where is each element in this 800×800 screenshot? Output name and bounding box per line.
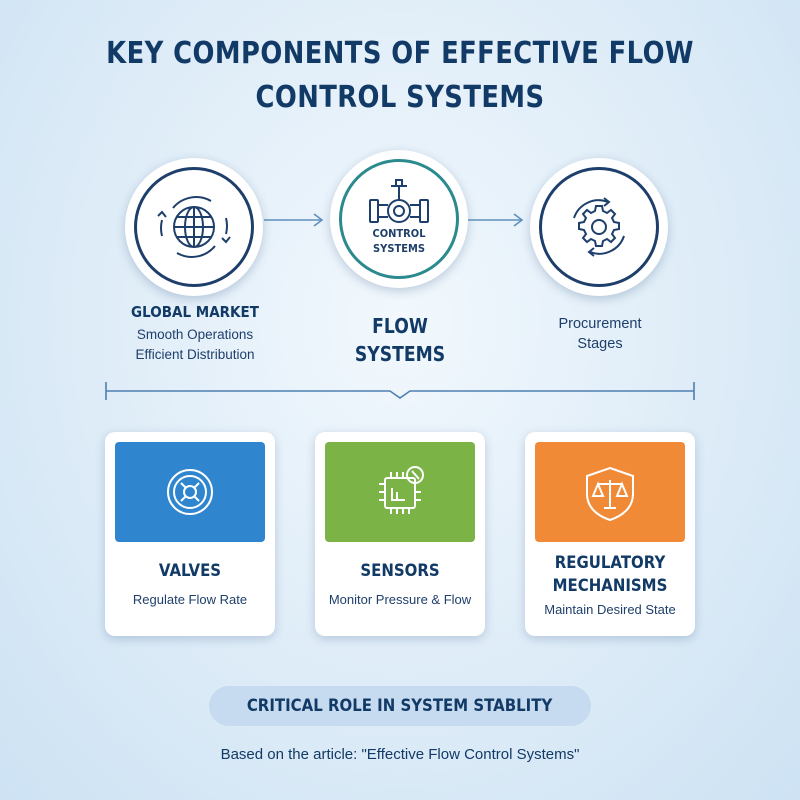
global-market-heading: GLOBAL MARKET <box>131 303 259 321</box>
title-line-1: KEY COMPONENTS OF EFFECTIVE FLOW <box>106 36 694 71</box>
regulatory-title: REGULATORY MECHANISMS <box>535 552 685 598</box>
title-line-2: CONTROL SYSTEMS <box>255 80 545 115</box>
stage-global-market-circle <box>125 158 263 296</box>
valve-wheel-icon <box>167 469 213 515</box>
sensors-subtitle: Monitor Pressure & Flow <box>328 592 472 607</box>
procurement-label: Procurement Stages <box>520 314 680 354</box>
arrow-right-icon <box>468 213 524 227</box>
procurement-line-1: Procurement <box>558 316 642 332</box>
regulatory-title-line-2: MECHANISMS <box>552 576 668 596</box>
stability-banner: CRITICAL ROLE IN SYSTEM STABLITY <box>209 686 591 726</box>
sensors-tile <box>325 442 475 542</box>
stage-procurement-circle <box>530 158 668 296</box>
stability-banner-text: CRITICAL ROLE IN SYSTEM STABLITY <box>247 696 553 716</box>
sensors-title: SENSORS <box>360 561 440 581</box>
global-market-line-2: Efficient Distribution <box>135 347 255 362</box>
valves-card: VALVES Regulate Flow Rate <box>105 432 275 636</box>
bracket-divider <box>105 382 695 400</box>
flow-systems-label: FLOW SYSTEMS <box>320 312 480 368</box>
shield-scales-icon <box>586 466 634 522</box>
arrow-right-icon <box>264 213 324 227</box>
valves-tile <box>115 442 265 542</box>
procurement-line-2: Stages <box>577 336 623 352</box>
regulatory-tile <box>535 442 685 542</box>
stage-flow-systems-circle: CONTROL SYSTEMS <box>330 150 468 288</box>
global-market-label: GLOBAL MARKET Smooth Operations Efficien… <box>105 303 285 365</box>
valves-title: VALVES <box>158 561 222 581</box>
control-label-line-2: SYSTEMS <box>373 242 425 255</box>
control-label-line-1: CONTROL <box>372 227 426 240</box>
regulatory-subtitle: Maintain Desired State <box>544 602 676 617</box>
sensors-card: SENSORS Monitor Pressure & Flow <box>315 432 485 636</box>
pipe-valve-icon <box>369 179 429 223</box>
flow-systems-heading-1: FLOW <box>372 314 428 338</box>
flow-systems-heading-2: SYSTEMS <box>354 342 446 366</box>
regulatory-card: REGULATORY MECHANISMS Maintain Desired S… <box>525 432 695 636</box>
regulatory-title-line-1: REGULATORY <box>554 553 666 573</box>
control-systems-label: CONTROL SYSTEMS <box>337 226 461 256</box>
page-title: KEY COMPONENTS OF EFFECTIVE FLOW CONTROL… <box>56 32 744 120</box>
globe-cycle-icon <box>157 196 231 258</box>
source-footer: Based on the article: "Effective Flow Co… <box>220 746 580 763</box>
gear-cycle-icon <box>573 197 625 257</box>
sensor-chip-icon <box>379 466 424 514</box>
global-market-line-1: Smooth Operations <box>136 327 254 342</box>
valves-subtitle: Regulate Flow Rate <box>132 592 248 607</box>
